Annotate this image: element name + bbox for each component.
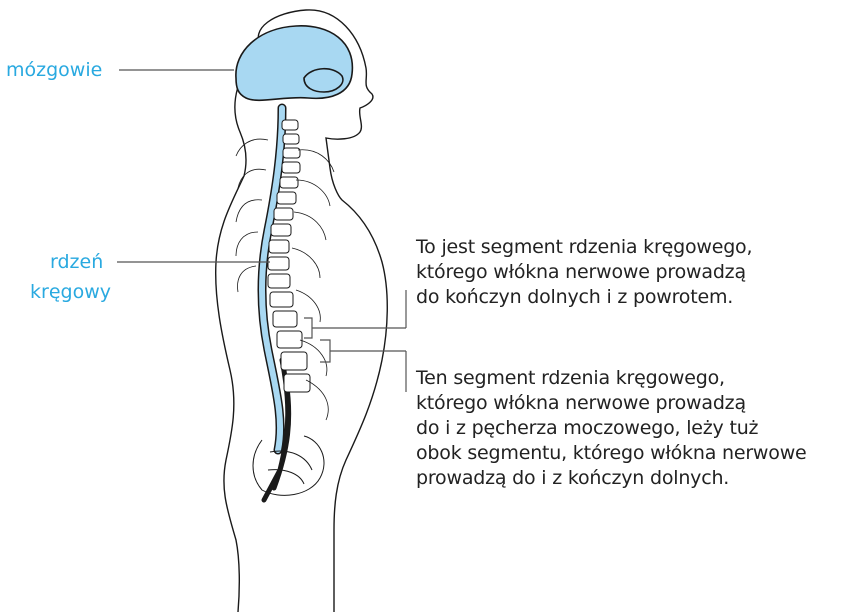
annotation-line: do kończyn dolnych i z powrotem.	[416, 285, 752, 310]
annotation-line: To jest segment rdzenia kręgowego,	[416, 235, 752, 260]
back-outline	[216, 48, 262, 612]
annotation-line: Ten segment rdzenia kręgowego,	[416, 366, 807, 391]
annotation-line: obok segmentu, którego włókna nerwowe	[416, 441, 807, 466]
upper-segment-bracket	[304, 290, 406, 338]
spinal-cord-label-line1: rdzeń	[50, 249, 103, 275]
lower-segment-bracket	[320, 340, 406, 392]
annotation-line: do i z pęcherza moczowego, leży tuż	[416, 416, 807, 441]
brain-label: mózgowie	[6, 57, 102, 83]
vertebrae	[268, 120, 310, 392]
annotation-line: którego włókna nerwowe prowadzą	[416, 391, 807, 416]
spinal-cord-label-line2: kręgowy	[30, 279, 111, 305]
annotation-line: prowadzą do i z kończyn dolnych.	[416, 466, 807, 491]
upper-segment-annotation: To jest segment rdzenia kręgowego, które…	[416, 235, 752, 310]
cerebellum-shape	[304, 69, 343, 92]
lower-segment-annotation: Ten segment rdzenia kręgowego, którego w…	[416, 366, 807, 491]
annotation-line: którego włókna nerwowe prowadzą	[416, 260, 752, 285]
